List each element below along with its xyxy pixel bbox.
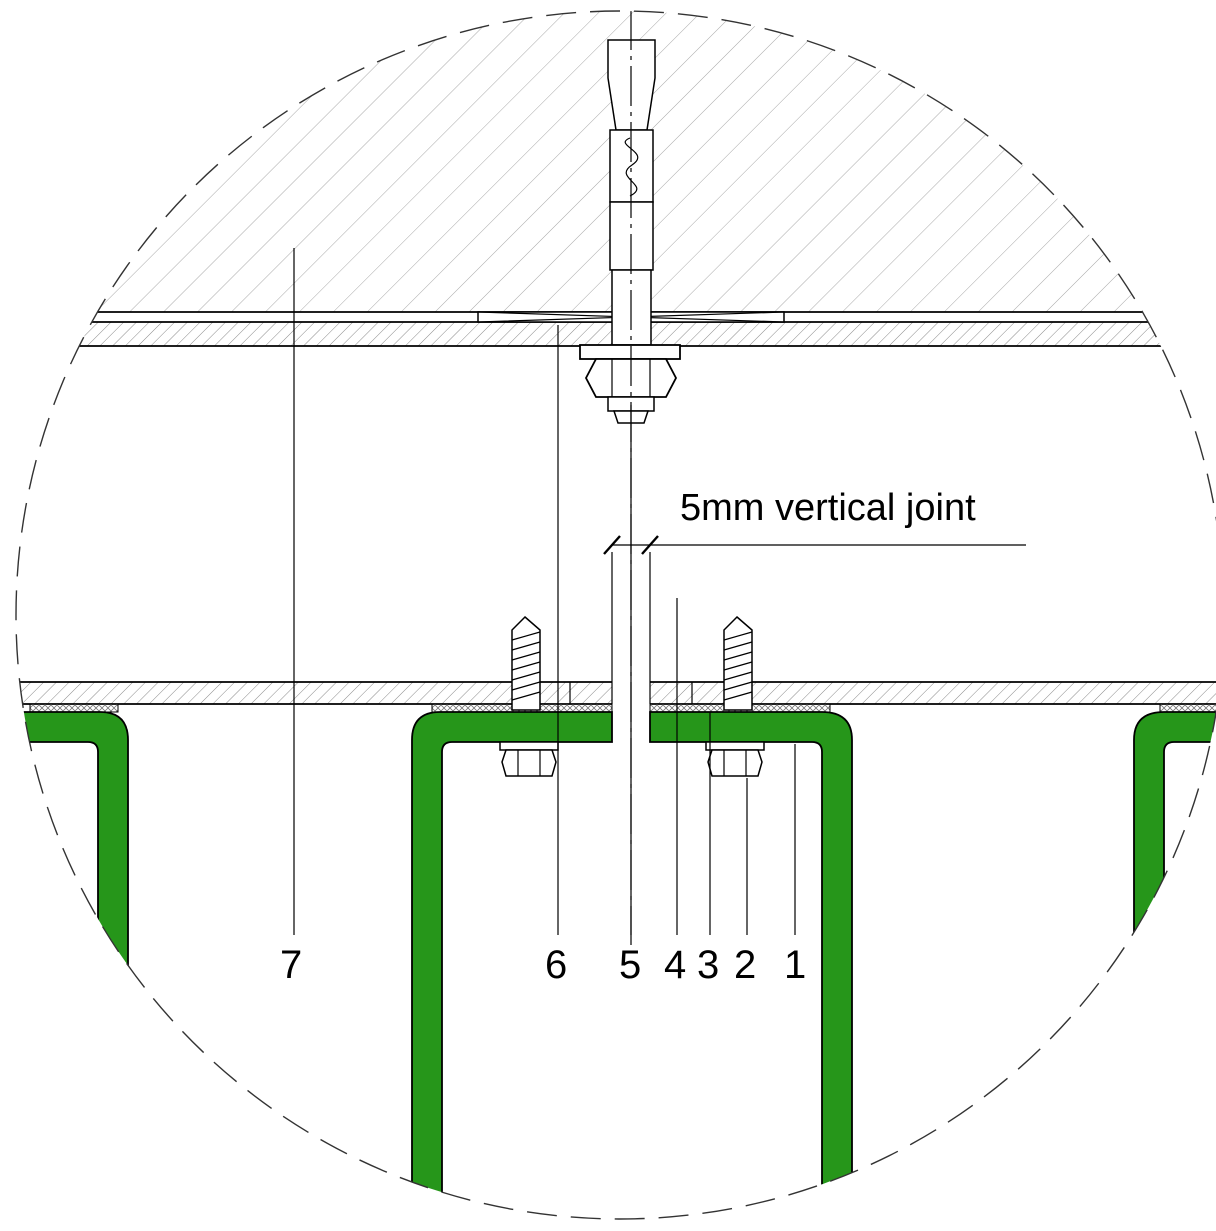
lower-board-layer [16, 682, 1216, 704]
callout-7: 7 [280, 943, 302, 987]
bracket-center-left [411, 711, 613, 1219]
callout-4: 4 [664, 943, 686, 987]
detail-circle [15, 10, 1216, 1220]
joint-annotation: 5mm vertical joint [680, 487, 976, 529]
joint-dimension [603, 535, 1026, 682]
upper-board-layer [16, 322, 1216, 346]
callout-1: 1 [784, 943, 806, 987]
screw-right [705, 615, 765, 777]
bracket-left-outer [16, 711, 129, 1219]
bracket-right-outer [1133, 711, 1216, 1219]
callout-5: 5 [619, 943, 641, 987]
callout-2: 2 [734, 943, 756, 987]
bracket-center-right [649, 711, 853, 1219]
callout-3: 3 [697, 943, 719, 987]
leader-lines [293, 248, 796, 935]
callout-6: 6 [545, 943, 567, 987]
screw-left [499, 615, 559, 777]
